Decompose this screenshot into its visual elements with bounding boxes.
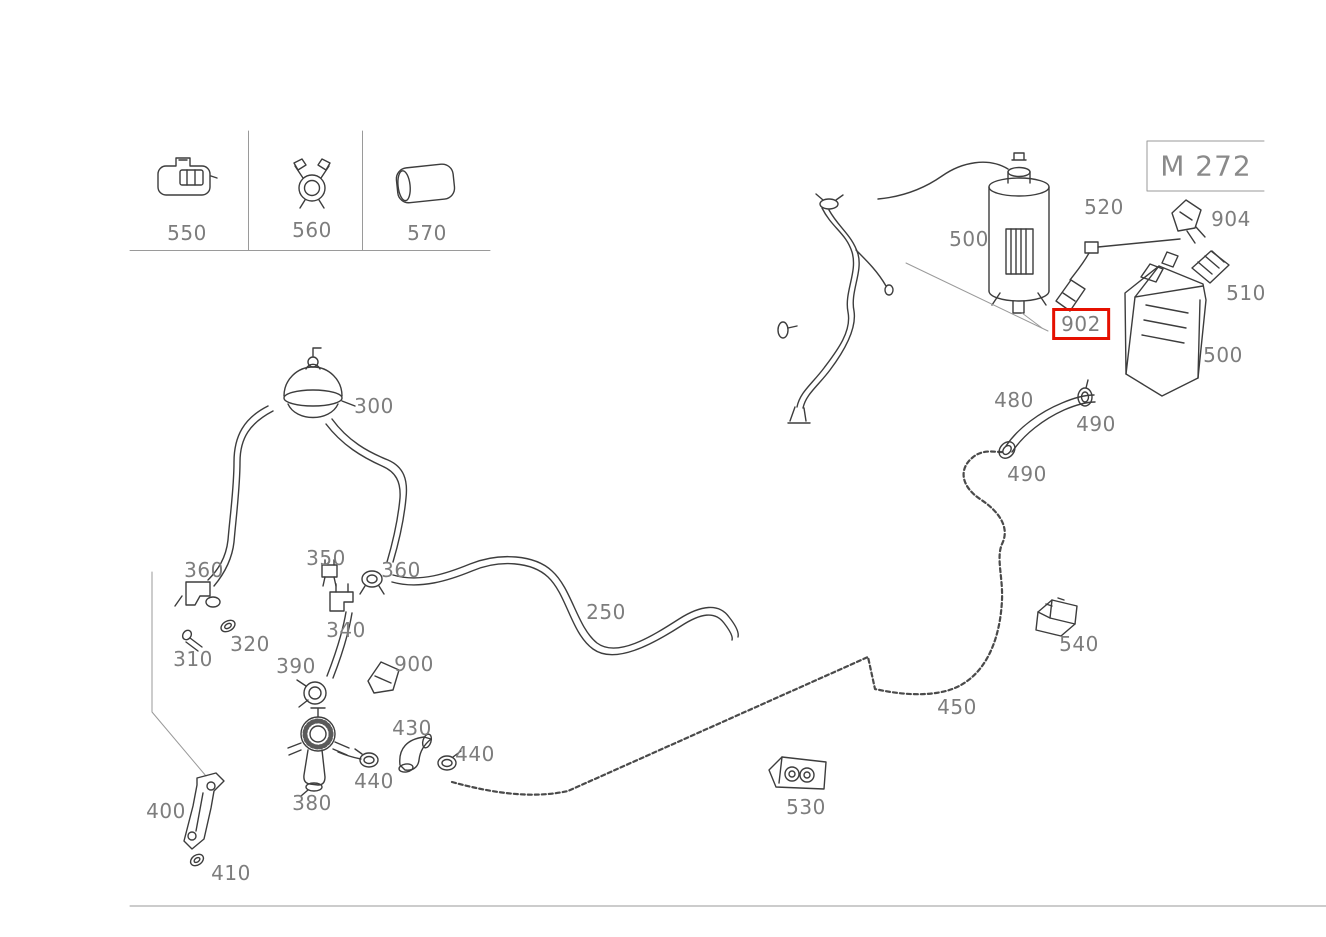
tube-570-drawing: [395, 163, 456, 204]
bracket-340-drawing: [329, 583, 354, 612]
part-label-530: 530: [786, 795, 826, 819]
vacuum-line-right: [325, 418, 408, 563]
fuel-line-450: [450, 450, 1006, 796]
ring-320-drawing: [220, 619, 236, 633]
part-label-440-left: 440: [354, 769, 394, 793]
model-code-label: M 272: [1160, 149, 1252, 183]
purge-valve-300-drawing: [283, 347, 356, 419]
grommet-410-drawing: [189, 853, 205, 867]
part-label-360-right: 360: [381, 558, 421, 582]
boundary-line-left: [151, 571, 207, 777]
part-label-550: 550: [167, 221, 207, 245]
vacuum-line-left: [207, 405, 274, 587]
valve-380-drawing: [287, 707, 350, 797]
clamp-440-left-drawing: [354, 748, 379, 768]
part-label-380: 380: [292, 791, 332, 815]
part-label-350: 350: [306, 546, 346, 570]
part-label-904: 904: [1211, 207, 1251, 231]
part-label-500-right: 500: [1203, 343, 1243, 367]
valve-904-drawing: [1171, 199, 1206, 244]
tube-250-drawing: [391, 555, 739, 656]
part-label-250: 250: [586, 600, 626, 624]
part-label-310: 310: [173, 647, 213, 671]
clamp-360-right-drawing: [359, 570, 385, 595]
legend-grid: [129, 130, 491, 251]
part-label-510: 510: [1226, 281, 1266, 305]
part-label-520: 520: [1084, 195, 1124, 219]
part-label-410: 410: [211, 861, 251, 885]
connector-520-drawing: [1069, 238, 1181, 281]
model-code-box: [1146, 140, 1265, 192]
clamp-560-drawing: [293, 158, 331, 209]
clamp-490-lower-drawing: [998, 441, 1016, 459]
valve-900-drawing: [367, 661, 400, 694]
hose-480-drawing: [1005, 394, 1096, 453]
clamp-490-upper-drawing: [1077, 379, 1093, 407]
part-label-500-left: 500: [949, 227, 989, 251]
part-label-300: 300: [354, 394, 394, 418]
part-label-540: 540: [1059, 632, 1099, 656]
clip-540-drawing: [1035, 597, 1078, 637]
retainer-530-drawing: [768, 756, 827, 790]
line-340-to-380: [326, 611, 353, 679]
clamp-440-right-drawing: [437, 750, 462, 771]
part-label-450: 450: [937, 695, 977, 719]
part-label-570: 570: [407, 221, 447, 245]
part-label-490-lower: 490: [1007, 462, 1047, 486]
part-label-400: 400: [146, 799, 186, 823]
part-label-340: 340: [326, 618, 366, 642]
canister-500-right-drawing: [1124, 251, 1207, 397]
connector-902-drawing: [1055, 279, 1086, 312]
clip-550-drawing: [157, 157, 218, 196]
hose-380-to-430: [337, 751, 362, 760]
part-label-900: 900: [394, 652, 434, 676]
part-label-902-highlighted: 902: [1052, 308, 1110, 340]
part-label-320: 320: [230, 632, 270, 656]
leader-lines: [905, 262, 1049, 332]
elbow-430-drawing: [398, 733, 433, 773]
part-label-440-right: 440: [455, 742, 495, 766]
part-label-360-left: 360: [184, 558, 224, 582]
bracket-400-drawing: [183, 772, 225, 850]
clamp-360-left-drawing: [174, 581, 221, 608]
clamp-390-drawing: [296, 679, 327, 708]
part-label-490-upper: 490: [1076, 412, 1116, 436]
part-label-560: 560: [292, 218, 332, 242]
part-label-430: 430: [392, 716, 432, 740]
part-label-480: 480: [994, 388, 1034, 412]
part-label-390: 390: [276, 654, 316, 678]
screw-310-drawing: [181, 629, 203, 652]
harness-drawing: [777, 193, 894, 424]
grommet-510-drawing: [1191, 250, 1230, 284]
canister-500-left-drawing: [877, 152, 1050, 314]
